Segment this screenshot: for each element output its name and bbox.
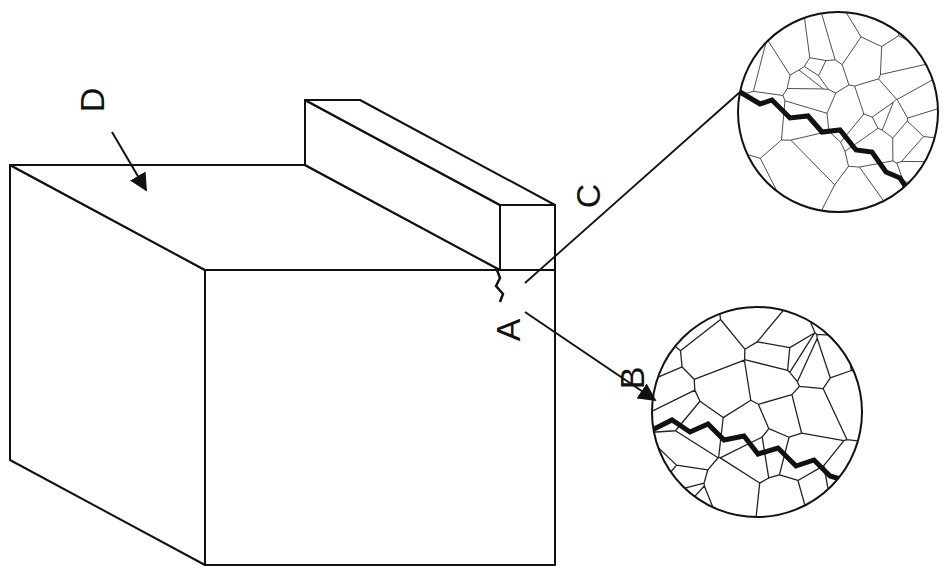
leader-line xyxy=(525,92,740,283)
ridge-front xyxy=(500,205,555,270)
callout-letter: A xyxy=(491,319,525,342)
callout-letter: B xyxy=(615,367,649,390)
magnified-view xyxy=(738,12,938,212)
arrow xyxy=(112,132,146,190)
ridge-top xyxy=(305,100,555,205)
grain-boundaries xyxy=(647,302,867,522)
magnified-view xyxy=(652,307,862,517)
arrow xyxy=(525,312,655,400)
grain-texture xyxy=(647,302,867,522)
grain-texture xyxy=(733,7,943,217)
front-face xyxy=(205,270,555,565)
callout-letter: C xyxy=(571,184,605,209)
grain-boundaries xyxy=(733,7,943,217)
block xyxy=(10,100,555,565)
crack xyxy=(652,420,862,482)
crack xyxy=(496,270,503,302)
callout-letter: D xyxy=(75,88,109,113)
